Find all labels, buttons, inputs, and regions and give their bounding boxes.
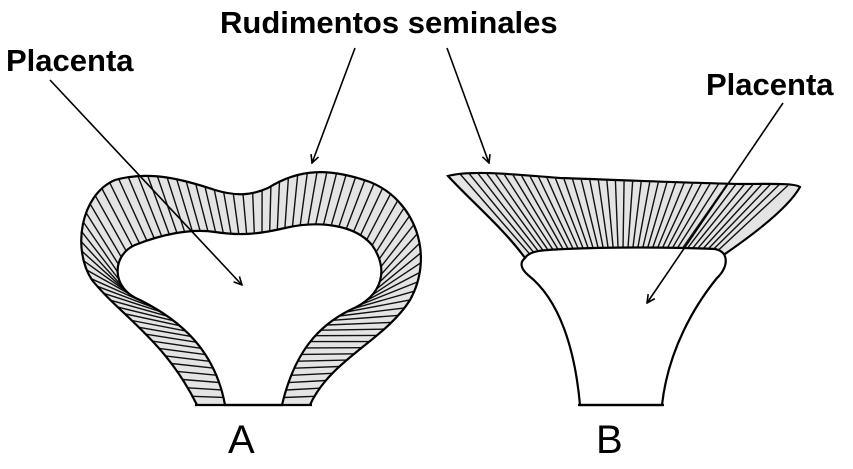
arrow-ovules-a [312, 48, 355, 163]
label-figure-b: B [596, 418, 623, 463]
label-placenta-a: Placenta [6, 43, 134, 79]
arrow-ovules-b [447, 48, 489, 163]
label-ovules: Rudimentos seminales [220, 5, 558, 41]
label-figure-a: A [228, 418, 255, 463]
section-a [81, 172, 421, 405]
ovule-line [302, 354, 355, 355]
section-b [448, 173, 800, 405]
placenta-outline-b [522, 248, 726, 406]
label-placenta-b: Placenta [706, 67, 834, 103]
